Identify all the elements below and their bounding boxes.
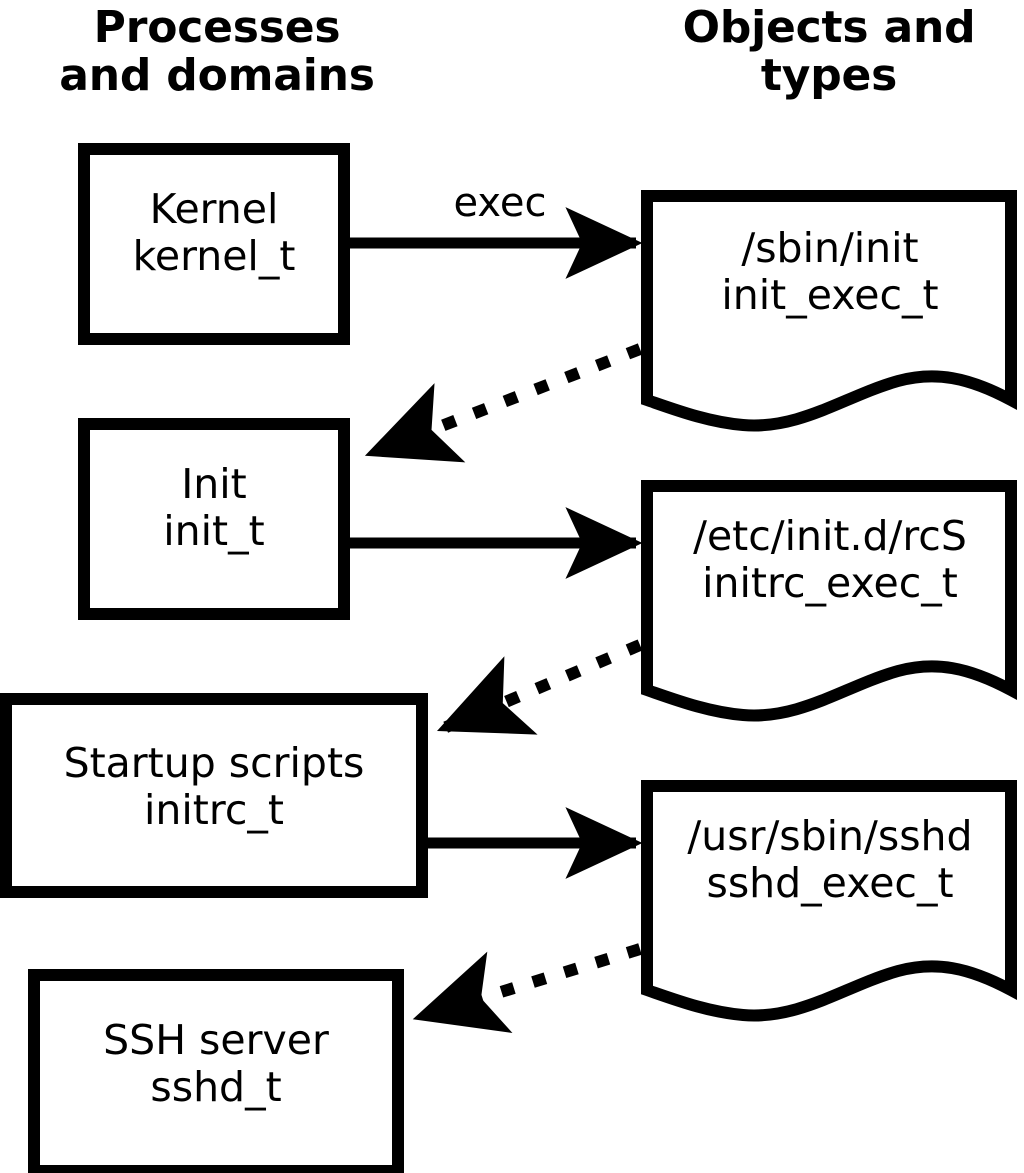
edge-initrc-exec-to-initrc [437,639,643,735]
object-doc-init-exec [641,190,1017,432]
process-box-init [78,418,350,620]
edge-sshd-exec-to-sshd [412,943,642,1033]
object-doc-initrc-exec [641,480,1017,722]
process-box-sshd [28,969,404,1173]
object-doc-sshd-exec [641,780,1017,1022]
edge-init-exec-to-init [364,343,643,463]
process-box-kernel [78,143,350,345]
column-header-processes-and-domains: Processes and domains [59,2,375,101]
process-box-initrc [0,693,428,898]
column-header-objects-and-types: Objects and types [682,2,976,101]
edge-label-exec: exec [453,180,547,226]
